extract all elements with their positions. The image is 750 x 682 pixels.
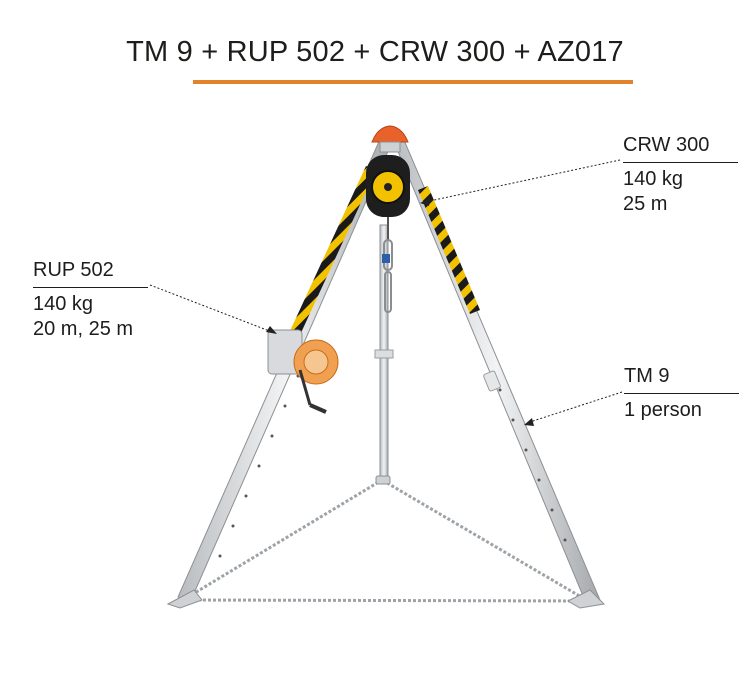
tripod-feet: [166, 475, 606, 609]
label-tm-9-capacity: 1 person: [624, 399, 702, 421]
label-crw-300-load: 140 kg: [623, 168, 684, 190]
rup-502-winch: [267, 329, 339, 414]
label-rup-502: RUP 502 140 kg 20 m, 25 m: [33, 258, 148, 342]
tripod-leg-right: [391, 136, 601, 604]
label-crw-300-rule: [623, 162, 738, 163]
leader-lines: [149, 159, 623, 423]
label-crw-300-length: 25 m: [623, 193, 668, 215]
title-underline: [193, 80, 633, 84]
label-tm-9: TM 9 1 person: [624, 364, 739, 423]
label-tm-9-name: TM 9: [624, 365, 670, 387]
chain: [182, 478, 589, 603]
label-rup-502-name: RUP 502: [33, 259, 114, 281]
label-rup-502-rule: [33, 287, 148, 288]
label-rup-502-load: 140 kg: [33, 293, 94, 315]
tripod-head: [371, 125, 409, 153]
label-crw-300: CRW 300 140 kg 25 m: [623, 133, 738, 217]
leader-arrowheads: [266, 198, 534, 426]
page-title: TM 9 + RUP 502 + CRW 300 + AZ017: [126, 36, 624, 68]
label-crw-300-name: CRW 300: [623, 134, 710, 156]
crw-300-fall-arrester: [366, 155, 410, 313]
label-rup-502-length: 20 m, 25 m: [33, 318, 134, 340]
label-tm-9-rule: [624, 393, 739, 394]
